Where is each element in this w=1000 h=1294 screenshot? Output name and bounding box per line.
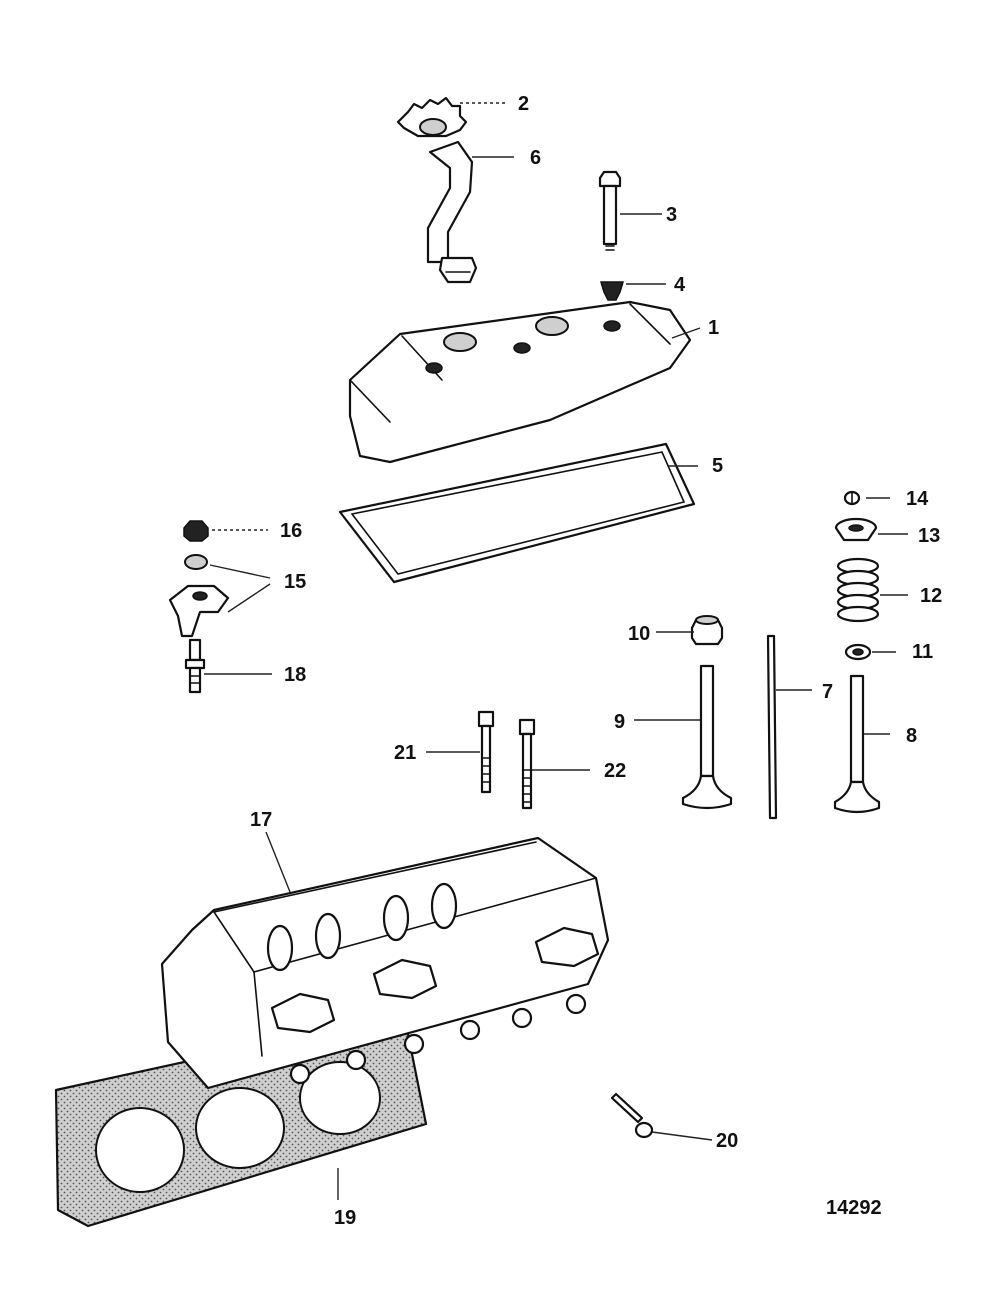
head-bolt-short (477, 710, 495, 794)
valve-cover (348, 300, 692, 464)
callout-8: 8 (906, 725, 917, 747)
pushrod (766, 634, 778, 820)
callout-labels: 1 2 3 4 5 6 7 8 9 10 11 12 13 14 15 16 1… (250, 93, 942, 1229)
callout-19: 19 (334, 1207, 356, 1229)
oil-fill-tube (426, 140, 478, 284)
callout-7: 7 (822, 681, 833, 703)
callout-14: 14 (906, 488, 929, 510)
callout-1: 1 (708, 317, 719, 339)
head-gasket (54, 1012, 428, 1228)
cover-screw (598, 170, 622, 251)
cylinder-head (160, 836, 610, 1090)
figure-number: 14292 (826, 1197, 882, 1219)
callout-10: 10 (628, 623, 650, 645)
valve-shim (844, 643, 872, 661)
callout-2: 2 (518, 93, 529, 115)
head-bolt-long (518, 718, 536, 810)
valve-keepers (843, 490, 861, 506)
callout-15: 15 (284, 571, 306, 593)
callout-16: 16 (280, 520, 302, 542)
callout-13: 13 (918, 525, 940, 547)
intake-valve (681, 664, 733, 810)
callout-6: 6 (530, 147, 541, 169)
spring-retainer (834, 517, 878, 542)
callout-21: 21 (394, 742, 416, 764)
valve-spring (836, 557, 880, 623)
callout-4: 4 (674, 274, 686, 296)
callout-22: 22 (604, 760, 626, 782)
callout-5: 5 (712, 455, 723, 477)
grommet (599, 281, 625, 301)
valve-cover-gasket (338, 442, 696, 584)
callout-12: 12 (920, 585, 942, 607)
callout-9: 9 (614, 711, 625, 733)
callout-3: 3 (666, 204, 677, 226)
leader-lines (204, 102, 908, 1200)
callout-20: 20 (716, 1130, 738, 1152)
rocker-arm-nut (183, 520, 209, 542)
callout-17: 17 (250, 809, 272, 831)
callout-18: 18 (284, 664, 306, 686)
oil-fill-cap (396, 96, 468, 138)
valve-seal (690, 615, 724, 646)
rocker-stud (184, 638, 206, 694)
rocker-arm (168, 554, 230, 638)
exhaust-valve (833, 674, 881, 814)
head-bolt-small (610, 1092, 654, 1139)
callout-11: 11 (912, 641, 933, 663)
